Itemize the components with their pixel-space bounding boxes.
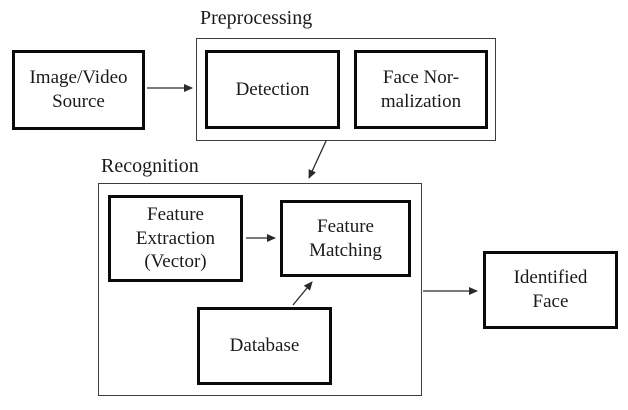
node-feature-extraction: Feature Extraction (Vector) [108,195,243,282]
node-identified-face: Identified Face [483,251,618,329]
node-label-identified-face: Identified Face [513,267,588,312]
node-detection: Detection [205,50,340,129]
node-label-feature-matching: Feature Matching [309,215,382,261]
node-database: Database [197,307,332,385]
group-preprocessing [196,38,496,141]
node-label-face-normalization: Face Nor- malization [380,66,462,112]
node-label-detection: Detection [235,78,310,100]
group-label-recognition: Recognition [101,155,199,177]
group-recognition [98,183,422,396]
node-image-video-source: Image/Video Source [12,50,145,130]
group-label-preprocessing: Preprocessing [200,7,313,29]
node-feature-matching: Feature Matching [280,200,411,277]
arrow-preprocessing-to-recognition [308,140,327,179]
node-label-image-video-source: Image/Video Source [29,67,128,112]
node-face-normalization: Face Nor- malization [354,50,488,129]
node-label-database: Database [229,335,300,357]
node-label-feature-extraction: Feature Extraction (Vector) [135,204,216,273]
